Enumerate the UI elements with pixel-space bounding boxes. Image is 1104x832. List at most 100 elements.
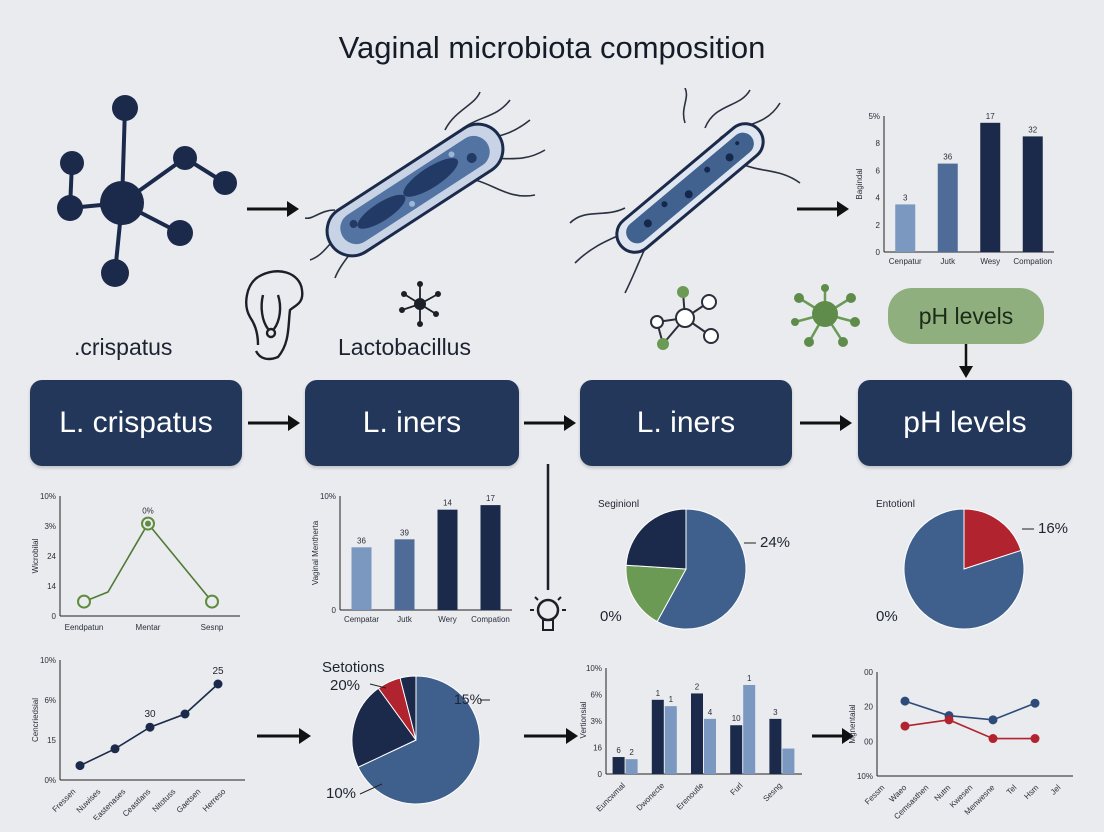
y-tick-label: 10% [40, 492, 56, 501]
x-tick-label: Jel [1049, 783, 1063, 797]
y-tick-label: 0 [52, 612, 57, 621]
data-label: 32 [1028, 125, 1037, 134]
pie-slice [351, 687, 417, 768]
data-label: 10 [732, 714, 741, 723]
data-label: 1 [669, 695, 674, 704]
data-point-center [145, 520, 151, 527]
x-tick-label: Wery [438, 615, 457, 624]
bar [895, 204, 916, 252]
data-label: 4 [708, 708, 713, 717]
bar [651, 699, 664, 774]
flow-box-l-iners-2[interactable]: L. iners [580, 380, 792, 466]
data-label: 16% [1038, 520, 1068, 537]
flow-box-l-crispatus[interactable]: L. crispatus [30, 380, 242, 466]
data-label: 2 [695, 682, 700, 691]
data-label: 15% [454, 691, 482, 707]
y-tick-label: 0 [598, 770, 603, 779]
molecule-icon [57, 95, 237, 287]
pie-slice [357, 675, 481, 805]
y-tick-label: 00 [864, 737, 873, 746]
pie-slice [625, 508, 687, 570]
y-tick-label: 2 [876, 221, 881, 230]
leader-line [369, 683, 387, 689]
y-tick-label: 14 [47, 582, 56, 591]
y-tick-label: 10% [320, 492, 336, 501]
y-tick-label: 00 [864, 668, 873, 677]
data-label: 1 [656, 689, 661, 698]
bar [625, 759, 638, 774]
x-tick-label: Gaetsen [175, 787, 203, 815]
bar [351, 547, 372, 610]
data-point [180, 709, 190, 719]
data-point [900, 696, 910, 706]
y-tick-label: 3% [590, 717, 602, 726]
x-tick-label: Compation [471, 615, 510, 624]
bar [394, 539, 415, 610]
y-tick-label: 6 [876, 166, 881, 175]
series-line [904, 700, 1036, 721]
arrow-right-icon [800, 415, 852, 431]
data-point [1030, 734, 1040, 744]
x-tick-label: Herreso [201, 787, 228, 814]
x-tick-label: Eendpatun [65, 623, 104, 632]
data-point [900, 721, 910, 731]
x-tick-label: Furl [729, 781, 745, 797]
bar [691, 693, 703, 774]
x-tick-label: Sesng [761, 781, 783, 803]
flow-box-l-iners[interactable]: L. iners [305, 380, 519, 466]
x-tick-label: Euncwmal [595, 781, 628, 814]
data-label: 0% [142, 507, 154, 516]
data-label: 3 [903, 193, 908, 202]
x-tick-label: Sesnp [201, 623, 224, 632]
data-label: 30 [144, 709, 156, 720]
x-tick-label: Dwonecte [635, 781, 667, 813]
flow-box-ph-levels[interactable]: pH levels [858, 380, 1072, 466]
data-point [110, 744, 120, 754]
network-icon [650, 286, 719, 350]
y-tick-label: 5% [868, 112, 880, 121]
y-tick-label: 15 [47, 736, 56, 745]
y-axis-label: Cencriedsial [31, 698, 40, 742]
bar [612, 757, 625, 774]
y-axis-label: Bagindal [855, 168, 864, 199]
x-tick-label: Nitotuss [151, 787, 178, 814]
data-label: 14 [443, 499, 452, 508]
data-point [145, 722, 155, 732]
data-point [944, 715, 954, 725]
data-point [988, 734, 998, 744]
y-tick-label: 10% [857, 772, 873, 781]
y-tick-label: 10% [586, 664, 602, 673]
arrow-right-icon [797, 201, 849, 217]
bar [980, 122, 1001, 252]
data-label: 0% [876, 608, 898, 625]
pie-slice [656, 508, 747, 630]
data-label: 24% [760, 534, 790, 551]
x-tick-label: Tel [1005, 783, 1019, 797]
data-point [205, 594, 219, 609]
y-tick-label: 4 [876, 194, 881, 203]
lightbulb-icon [530, 464, 566, 631]
lactobacillus-label: Lactobacillus [338, 334, 471, 360]
bar [730, 725, 743, 774]
bar [769, 718, 782, 774]
series-line [83, 522, 213, 603]
data-point [988, 715, 998, 725]
y-tick-label: 3% [44, 522, 56, 531]
ph-levels-pill[interactable]: pH levels [888, 288, 1044, 344]
pie-slice [963, 508, 1022, 570]
y-tick-label: 20 [864, 703, 873, 712]
data-point [77, 594, 91, 609]
pie-slice [903, 508, 1025, 630]
bar [480, 505, 501, 610]
y-axis-label: Mgnentalal [848, 704, 857, 743]
data-label: 36 [943, 153, 952, 162]
data-label: 25 [212, 666, 224, 677]
data-point [213, 679, 223, 689]
y-tick-label: 16 [593, 744, 602, 753]
